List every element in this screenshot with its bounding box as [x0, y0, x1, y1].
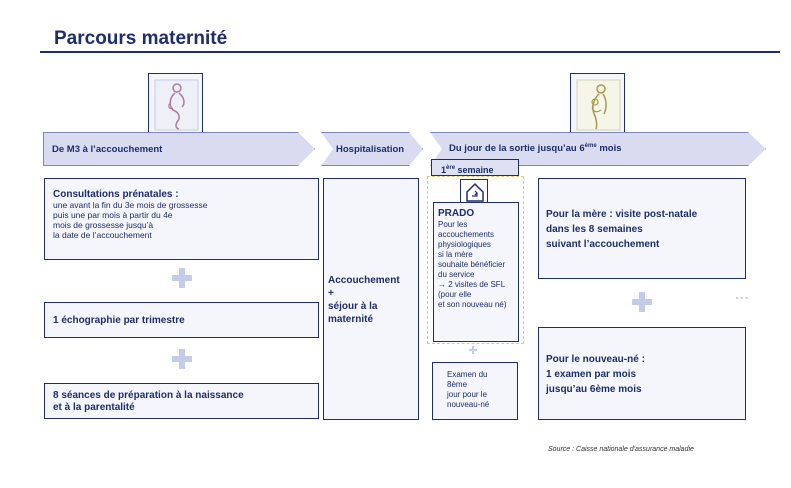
small-plus-icon	[469, 346, 477, 354]
newborn-monthly-exam-box: Pour le nouveau-né : 1 examen par mois j…	[538, 327, 746, 420]
prado-text: Pour les accouchements physiologiques si…	[438, 220, 507, 309]
birth-preparation-box: 8 séances de préparation à la naissance …	[44, 383, 319, 419]
hospital-stay-box: Accouchement + séjour à la maternité	[323, 178, 419, 420]
echography-box: 1 échographie par trimestre	[44, 302, 319, 338]
source-note: Source : Caisse nationale d’assurance ma…	[548, 446, 694, 453]
birth-preparation-text: 8 séances de préparation à la naissance …	[53, 390, 244, 413]
prenatal-consultations-box: Consultations prénatales : une avant la …	[44, 178, 319, 260]
pregnancy-pictogram	[148, 73, 203, 135]
phase-pregnancy-arrow: De M3 à l’accouchement	[43, 132, 315, 166]
phase-hospital-label: Hospitalisation	[336, 143, 405, 155]
plus-icon	[172, 268, 192, 288]
ellipsis-text: ...	[735, 286, 750, 302]
home-icon-frame	[460, 179, 488, 203]
newborn-text: 1 examen par mois jusqu’au 6ème mois	[546, 369, 642, 395]
mother-postnatal-box: Pour la mère : visite post-natale dans l…	[538, 178, 746, 279]
newborn-8th-day-exam-box: Examen du 8ème jour pour le nouveau-né	[432, 362, 518, 420]
phase-pregnancy-label: De M3 à l’accouchement	[52, 143, 163, 155]
echography-text: 1 échographie par trimestre	[53, 315, 185, 326]
mother-and-child-icon	[576, 79, 621, 131]
prenatal-consultations-title: Consultations prénatales :	[53, 189, 179, 200]
hospital-stay-text: Accouchement + séjour à la maternité	[328, 275, 400, 325]
prado-dashed-frame	[427, 176, 524, 344]
mother-postnatal-text: Pour la mère : visite post-natale dans l…	[546, 209, 698, 250]
plus-icon	[632, 292, 652, 312]
first-week-tag: 1ère semaine	[431, 159, 519, 176]
title-divider	[40, 51, 780, 53]
phase-after-birth-label: Du jour de la sortie jusqu’au 6ème mois	[449, 143, 622, 155]
prenatal-consultations-text: une avant la fin du 3e mois de grossesse…	[53, 200, 208, 240]
prado-box: PRADO Pour les accouchements physiologiq…	[433, 202, 519, 342]
phase-hospital-arrow: Hospitalisation	[321, 132, 423, 166]
pregnant-woman-icon	[154, 79, 199, 131]
home-icon	[466, 182, 484, 202]
newborn-title: Pour le nouveau-né :	[546, 354, 645, 365]
plus-icon	[172, 349, 192, 369]
page-title: Parcours maternité	[54, 28, 228, 49]
prado-title: PRADO	[438, 208, 475, 219]
mother-child-pictogram	[570, 73, 625, 135]
newborn-8th-day-exam-text: Examen du 8ème jour pour le nouveau-né	[447, 370, 490, 409]
